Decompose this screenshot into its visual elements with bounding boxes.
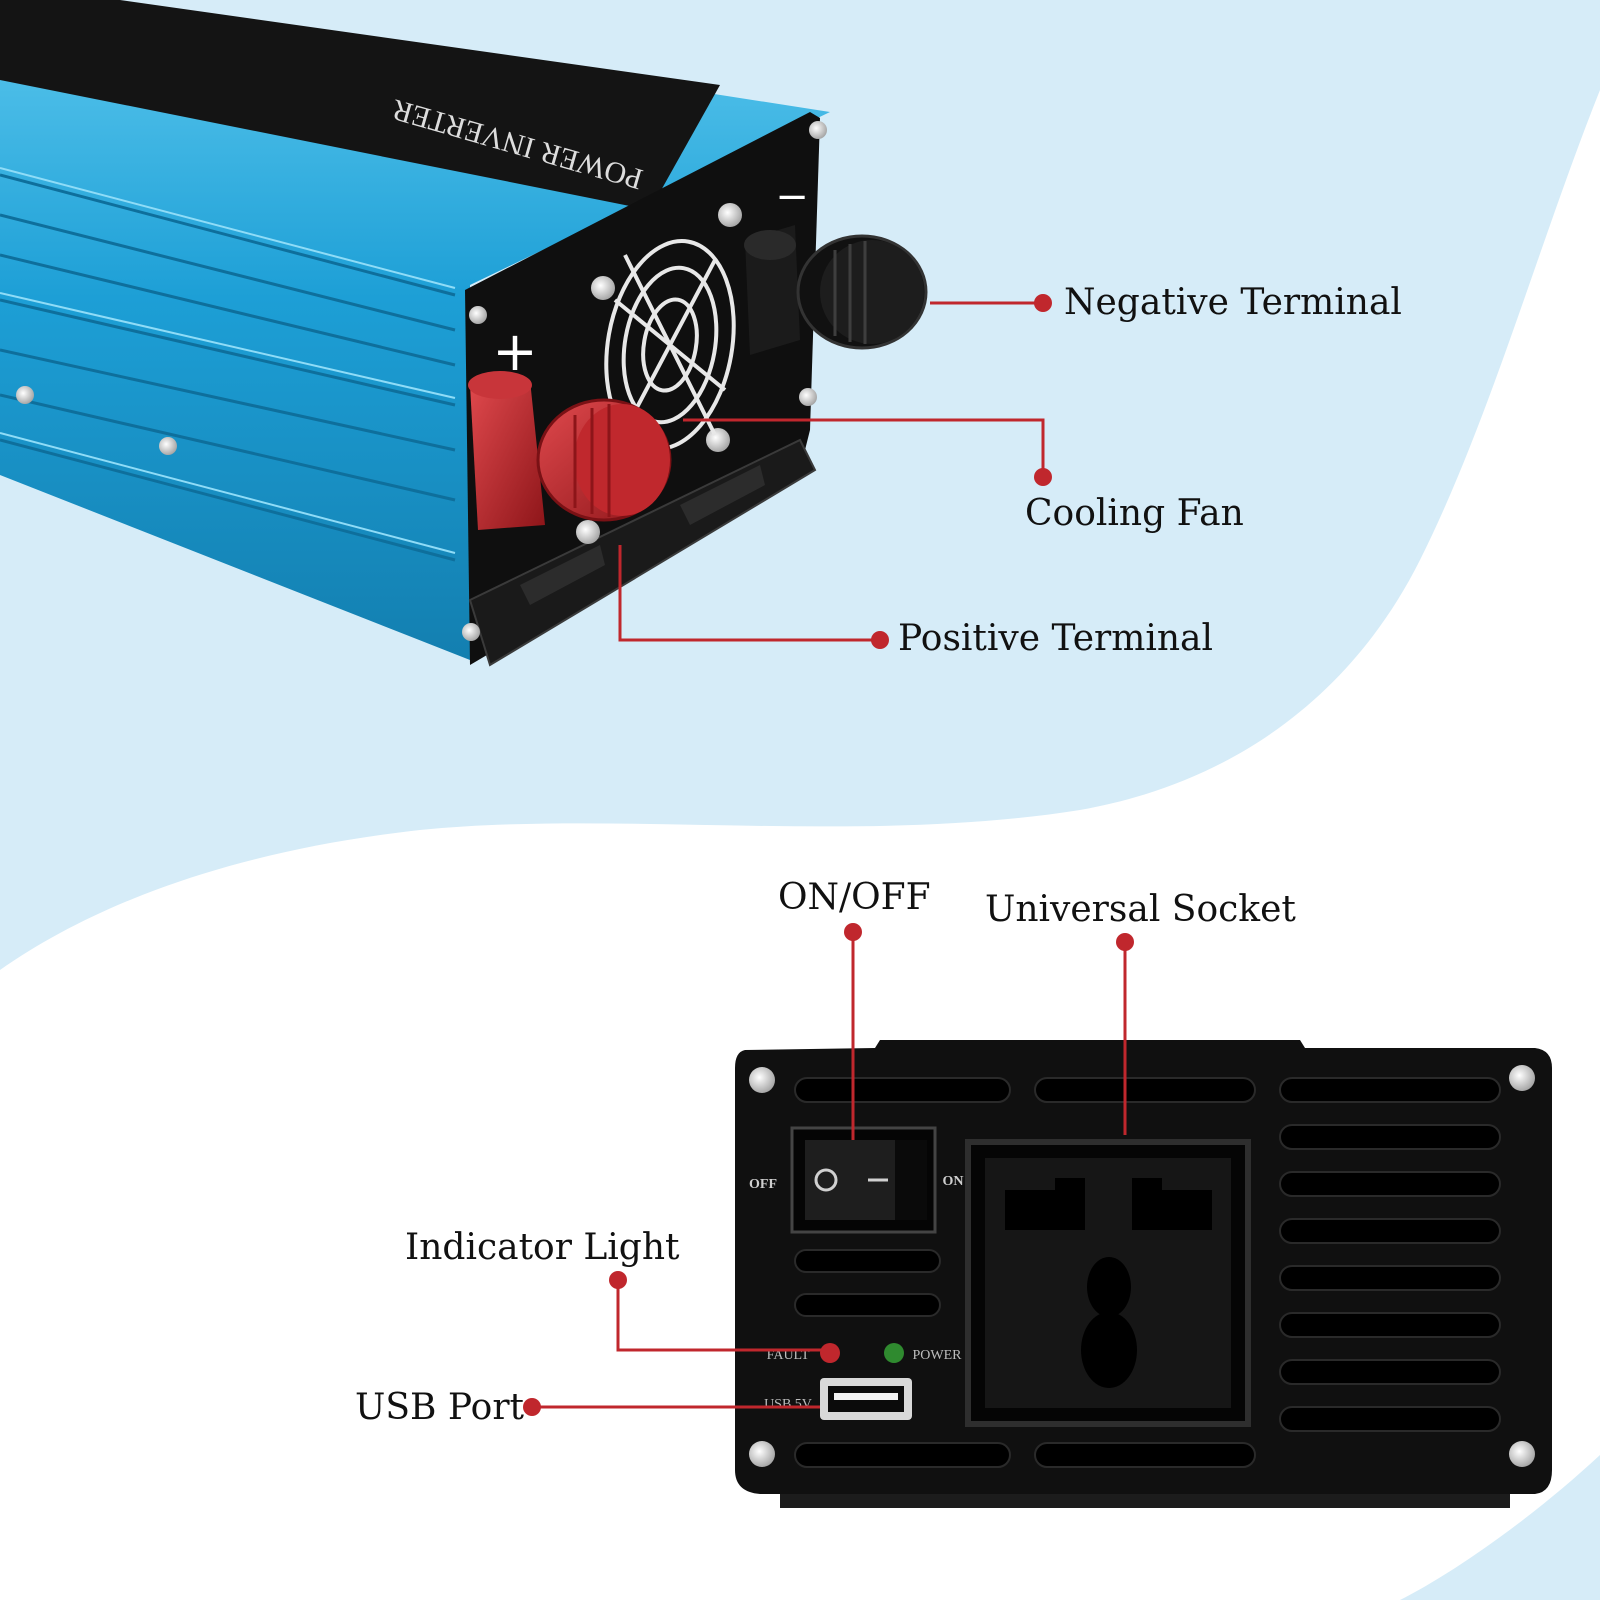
housing-fins [0,173,456,562]
negative-terminal-label: Negative Terminal [1064,282,1402,323]
screw-icon [799,388,817,406]
screw-icon [591,276,615,300]
screw-icon [1509,1441,1535,1467]
cooling-fan-label: Cooling Fan [1025,493,1244,534]
fault-label: FAULT [767,1348,810,1363]
negative-terminal-knob [744,225,928,355]
led-icon [884,1343,904,1363]
screw-icon [16,386,34,404]
end-panel [465,112,820,665]
led-icon [820,1343,840,1363]
screw-icon [749,1067,775,1093]
inverter-side-view: POWER INVERTER + − [0,0,928,667]
screw-icon [1509,1065,1535,1091]
on-off-label: ON/OFF [778,877,931,918]
panel-base [780,1494,1510,1508]
light-blue-background-bottom [0,1455,1600,1600]
indicator-light-label: Indicator Light [405,1227,680,1268]
vent-slots [794,1077,1501,1468]
positive-terminal-knob [468,371,672,530]
positive-terminal-label: Positive Terminal [898,618,1214,659]
screw-icon [159,437,177,455]
screw-icon [809,121,827,139]
universal-socket-label: Universal Socket [985,889,1296,930]
bottom-callout-lines [532,932,1127,1409]
power-label: POWER [913,1348,963,1363]
bracket-slot [680,465,765,525]
inverter-front-view: OFF ON FAULT POWER USB 5V [735,1040,1552,1508]
screw-icon [576,520,600,544]
top-callout-dots [871,294,1052,649]
socket-icon [965,1139,1251,1427]
housing-highlights [0,167,456,554]
screw-icon [469,306,487,324]
minus-symbol: − [775,174,809,220]
bottom-callout-dots [523,923,1134,1416]
screw-icon [718,203,742,227]
bracket-slot [520,545,605,605]
top-label-strip [0,0,720,210]
screw-icon [706,428,730,452]
screw-icon [462,623,480,641]
switch-off-label: OFF [749,1177,777,1192]
usb-port-label: USB Port [355,1387,525,1428]
top-callout-lines [618,301,1045,642]
switch-on-label: ON [943,1174,964,1189]
screw-icon [749,1441,775,1467]
power-switch-icon [790,1126,937,1234]
usb-label: USB 5V [764,1397,812,1412]
usb-icon [820,1378,912,1420]
